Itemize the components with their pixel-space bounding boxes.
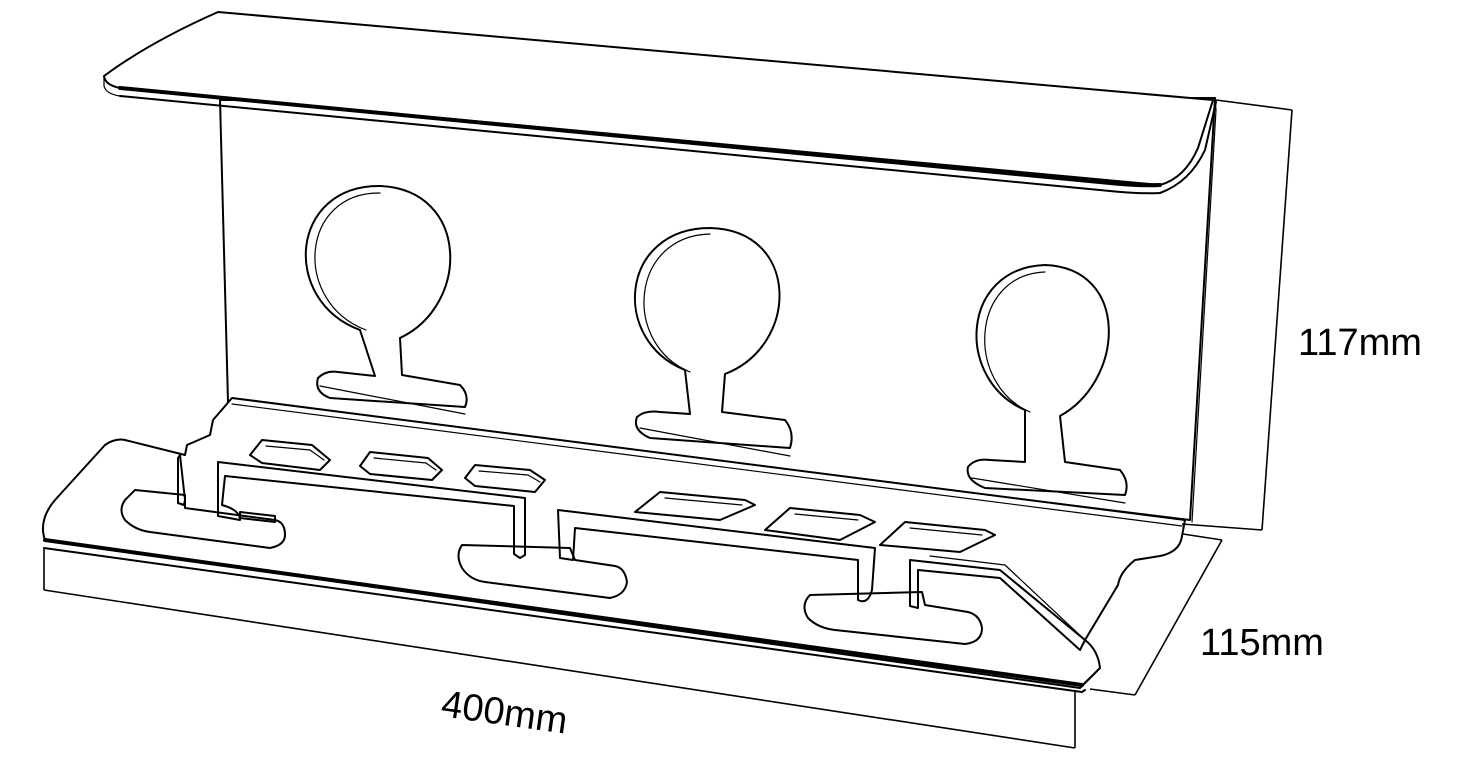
dimension-height: 117mm	[1181, 99, 1422, 531]
depth-label: 115mm	[1200, 622, 1324, 664]
keyhole-cutout-center	[634, 227, 793, 457]
base-slots	[120, 439, 1086, 651]
keyhole-cutout-right	[966, 264, 1128, 504]
top-shelf	[103, 11, 1217, 195]
dimension-depth: 115mm	[1089, 533, 1324, 696]
width-label: 400mm	[439, 683, 570, 742]
height-label: 117mm	[1298, 322, 1422, 364]
base-plate	[42, 397, 1186, 693]
keyhole-cutout-left	[304, 184, 468, 415]
